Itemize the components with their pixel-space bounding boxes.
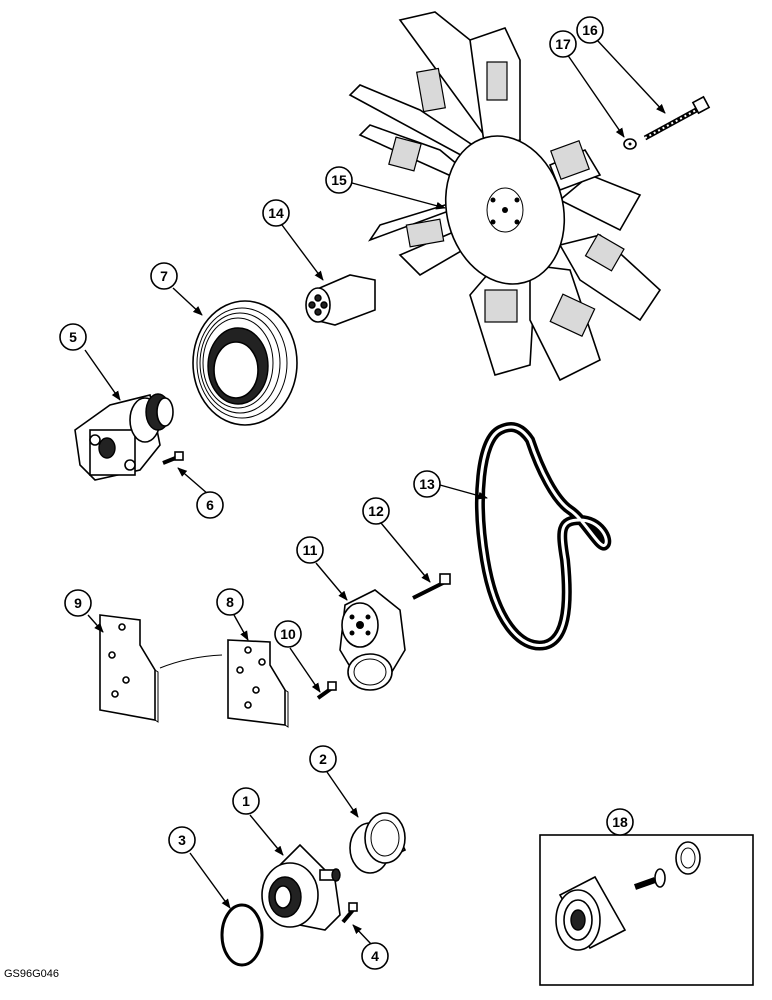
callout-11: 11 (296, 536, 324, 564)
callout-2: 2 (309, 745, 337, 773)
leader-lines (84, 39, 666, 946)
callout-12: 12 (362, 497, 390, 525)
o-ring-part (220, 903, 264, 967)
svg-text:2: 2 (319, 751, 327, 767)
fan-pulley-part (192, 300, 298, 426)
fan-part (348, 11, 662, 382)
svg-text:4: 4 (371, 948, 379, 964)
svg-text:16: 16 (582, 22, 598, 38)
svg-text:14: 14 (268, 205, 284, 221)
callout-3: 3 (168, 826, 196, 854)
adapter-plate-part (227, 639, 289, 728)
belt-tensioner-part (339, 589, 406, 691)
callout-17: 17 (549, 30, 577, 58)
svg-text:18: 18 (612, 814, 628, 830)
fan-bolt-part (643, 95, 711, 141)
svg-text:10: 10 (280, 626, 296, 642)
svg-text:9: 9 (74, 595, 82, 611)
callout-8: 8 (216, 588, 244, 616)
svg-text:11: 11 (303, 542, 318, 558)
callout-14: 14 (262, 199, 290, 227)
callout-18: 18 (606, 808, 634, 836)
svg-text:12: 12 (368, 503, 384, 519)
svg-text:5: 5 (69, 329, 77, 345)
callout-5: 5 (59, 323, 87, 351)
callout-1: 1 (232, 787, 260, 815)
svg-text:13: 13 (419, 476, 435, 492)
callout-15: 15 (325, 166, 353, 194)
callout-7: 7 (150, 262, 178, 290)
callout-10: 10 (274, 620, 302, 648)
svg-text:7: 7 (160, 268, 168, 284)
figure-code: GS96G046 (4, 968, 59, 980)
fan-hub-bracket-part (74, 393, 174, 481)
svg-text:1: 1 (242, 793, 250, 809)
idler-pulley-part (349, 812, 407, 874)
drive-belt-part (475, 422, 612, 651)
tensioner-bolt-part (412, 573, 451, 600)
washer-part (623, 138, 637, 150)
fan-spacer-part (305, 274, 376, 326)
svg-text:8: 8 (226, 594, 234, 610)
pump-capscrew-part (341, 902, 358, 924)
callout-9: 9 (64, 589, 92, 617)
svg-text:3: 3 (178, 832, 186, 848)
callout-4: 4 (361, 942, 389, 970)
callout-16: 16 (576, 16, 604, 44)
inset-detail-box (539, 834, 754, 986)
callout-6: 6 (196, 491, 224, 519)
tensioner-capscrew-part (316, 681, 337, 700)
mounting-plate-part (99, 614, 159, 723)
water-pump-part (261, 843, 341, 931)
svg-text:15: 15 (331, 172, 347, 188)
capscrew-part (162, 451, 184, 465)
svg-text:17: 17 (555, 36, 571, 52)
callout-13: 13 (413, 470, 441, 498)
svg-text:6: 6 (206, 497, 214, 513)
